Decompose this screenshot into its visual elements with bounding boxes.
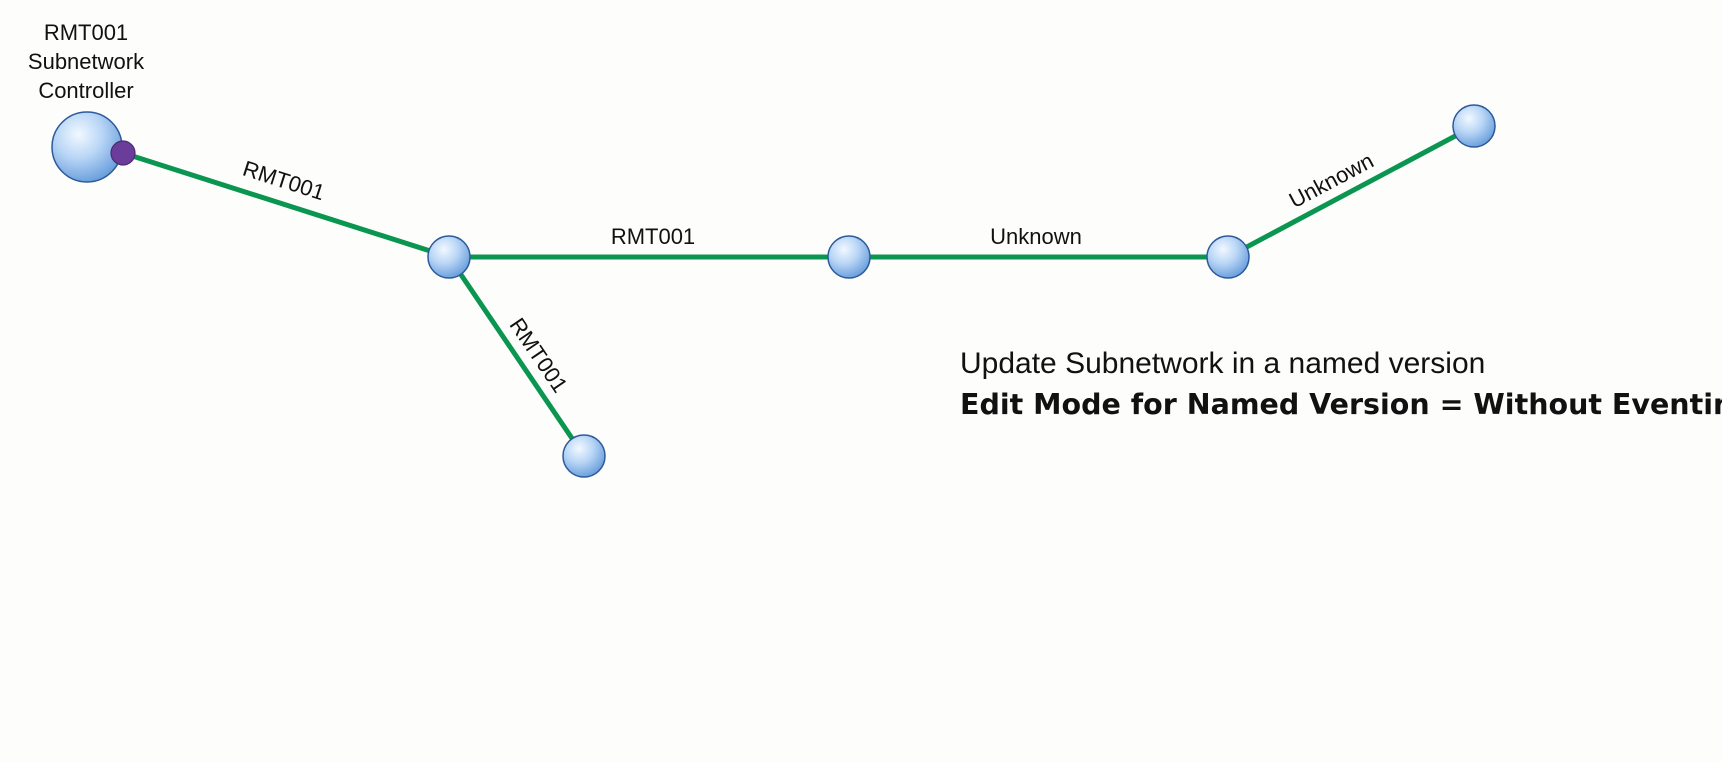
edge-label-controller-to-hub: RMT001: [240, 156, 328, 205]
controller-terminal-dot: [110, 140, 136, 166]
far-right-node: [1452, 104, 1496, 148]
edge-label-middle-to-right: Unknown: [990, 224, 1082, 249]
caption: Update Subnetwork in a named version Edi…: [960, 344, 1722, 426]
controller-label-line2: Subnetwork: [27, 49, 145, 74]
caption-title: Update Subnetwork in a named version: [960, 347, 1486, 380]
edge-controller-to-hub: [120, 150, 452, 260]
edge-hub-to-bottom: [446, 254, 587, 459]
hub-node: [427, 235, 471, 279]
controller-label-line1: RMT001: [43, 20, 129, 45]
edge-right-to-far-right: [1225, 123, 1477, 260]
controller-label: RMT001 Subnetwork Controller: [6, 18, 166, 105]
caption-edit-mode: Edit Mode for Named Version = Without Ev…: [960, 388, 1722, 421]
bottom-node: [562, 434, 606, 478]
right-node: [1206, 235, 1250, 279]
controller-label-line3: Controller: [38, 78, 134, 103]
edge-label-hub-to-middle: RMT001: [611, 224, 695, 249]
middle-node: [827, 235, 871, 279]
controller-node: [51, 111, 123, 183]
